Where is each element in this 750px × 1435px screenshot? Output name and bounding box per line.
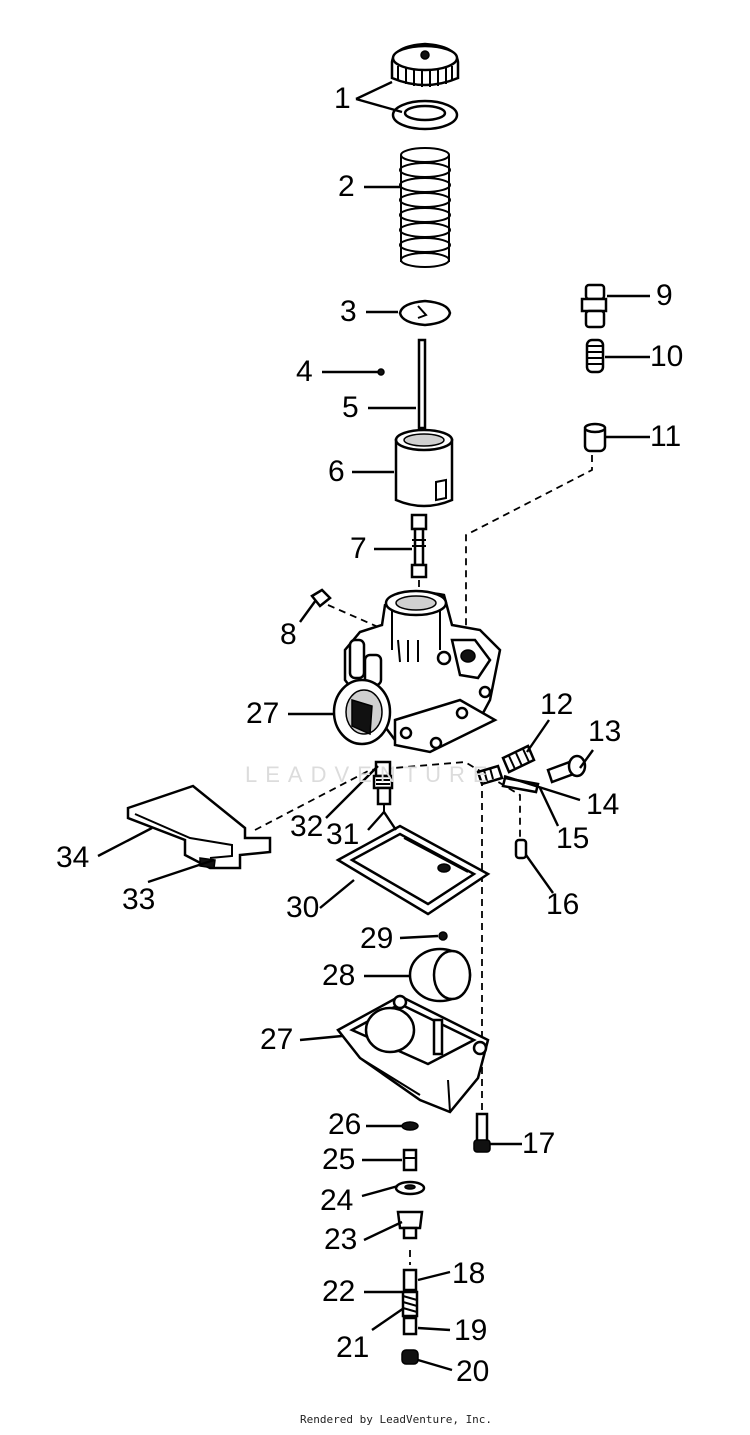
callout-34: 34 [56, 841, 90, 874]
callout-11: 11 [650, 420, 682, 453]
part-spring-14 [476, 764, 504, 786]
part-screw-13 [546, 754, 587, 784]
callout-20: 20 [456, 1355, 490, 1388]
callout-27-bowl: 27 [260, 1023, 294, 1056]
part-clip-plate [398, 299, 452, 327]
part-jet-needle [377, 338, 427, 430]
callout-33: 33 [122, 883, 156, 916]
callout-10: 10 [650, 340, 684, 373]
callout-1: 1 [334, 82, 351, 115]
part-needle-jet [410, 513, 428, 579]
callout-6: 6 [328, 455, 345, 488]
callout-26: 26 [328, 1108, 362, 1141]
callout-18: 18 [452, 1257, 486, 1290]
callout-3: 3 [340, 295, 357, 328]
part-plug [310, 588, 332, 608]
part-spring [399, 147, 451, 268]
callout-31: 31 [326, 818, 360, 851]
callout-leaders [97, 80, 650, 1372]
part-throttle-slide [394, 428, 454, 508]
part-fitting-9 [580, 283, 608, 329]
part-cap-20 [401, 1349, 419, 1365]
part-spring-12 [501, 744, 536, 774]
part-spring-10 [585, 338, 605, 374]
callout-19: 19 [454, 1314, 488, 1347]
part-washer-19 [402, 1316, 418, 1336]
callout-16: 16 [546, 888, 580, 921]
part-plug-23 [396, 1210, 424, 1240]
callout-29: 29 [360, 922, 394, 955]
part-float-bowl [336, 994, 490, 1114]
part-gasket-24 [394, 1180, 426, 1196]
part-jet-25 [402, 1148, 418, 1172]
callout-17: 17 [522, 1127, 556, 1160]
callout-32: 32 [290, 810, 324, 843]
credit-text: Rendered by LeadVenture, Inc. [300, 1413, 493, 1426]
callout-24: 24 [320, 1184, 354, 1217]
watermark: LEADVENTURE [245, 762, 496, 787]
callout-5: 5 [342, 391, 359, 424]
part-spring-21 [401, 1290, 419, 1318]
callout-14: 14 [586, 788, 620, 821]
callout-4: 4 [296, 355, 313, 388]
callout-25: 25 [322, 1143, 356, 1176]
callout-15: 15 [556, 822, 590, 855]
part-screw-15 [501, 776, 540, 794]
part-bolt-17 [473, 1112, 491, 1153]
part-carburetor-body [332, 589, 502, 754]
part-float [408, 947, 472, 1003]
part-bowl-gasket [335, 824, 491, 916]
part-jet-18 [402, 1268, 418, 1292]
callout-23: 23 [324, 1223, 358, 1256]
callout-13: 13 [588, 715, 622, 748]
part-jet-16 [514, 838, 528, 860]
part-ball [438, 931, 448, 941]
callout-12: 12 [540, 688, 574, 721]
callout-22: 22 [322, 1275, 356, 1308]
callout-8: 8 [280, 618, 297, 651]
callout-9: 9 [656, 279, 673, 312]
callout-30: 30 [286, 891, 320, 924]
callout-7: 7 [350, 532, 367, 565]
part-fitting-11 [583, 422, 607, 453]
part-tag [126, 784, 272, 870]
callout-28: 28 [322, 959, 356, 992]
part-cap [390, 42, 460, 87]
callout-21: 21 [336, 1331, 370, 1364]
part-cap-gasket [391, 99, 459, 131]
part-main-jet [372, 760, 394, 812]
callout-27-intake: 27 [246, 697, 280, 730]
part-washer-26 [401, 1121, 419, 1131]
callout-2: 2 [338, 170, 355, 203]
